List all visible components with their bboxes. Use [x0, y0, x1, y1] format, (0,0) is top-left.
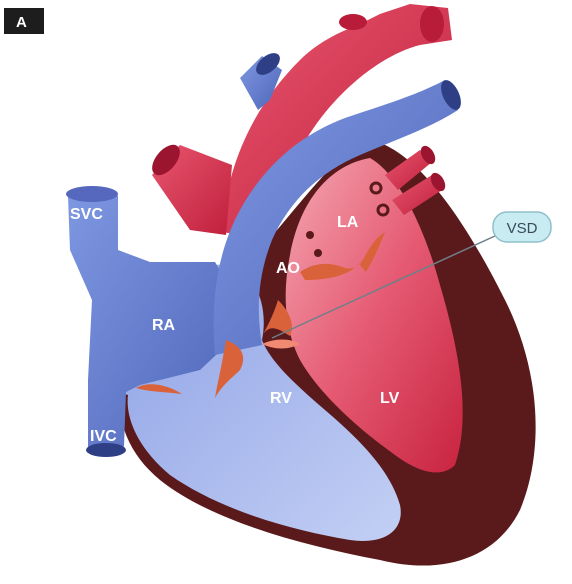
vsd-callout-label: VSD [507, 220, 538, 237]
label-la: LA [337, 214, 359, 231]
label-rv: RV [270, 390, 292, 407]
label-ivc: IVC [90, 428, 117, 445]
label-ra: RA [152, 317, 176, 334]
label-ao: AO [276, 260, 300, 277]
svc-opening [66, 186, 118, 202]
label-svc: SVC [70, 206, 103, 223]
aorta-branch-end-2 [339, 14, 367, 30]
panel-letter: A [16, 14, 27, 31]
pv-ostium-4 [314, 249, 322, 257]
aorta-branch-end [420, 6, 444, 42]
ivc-opening [86, 443, 126, 457]
label-lv: LV [380, 390, 400, 407]
pv-ostium-3 [306, 231, 314, 239]
